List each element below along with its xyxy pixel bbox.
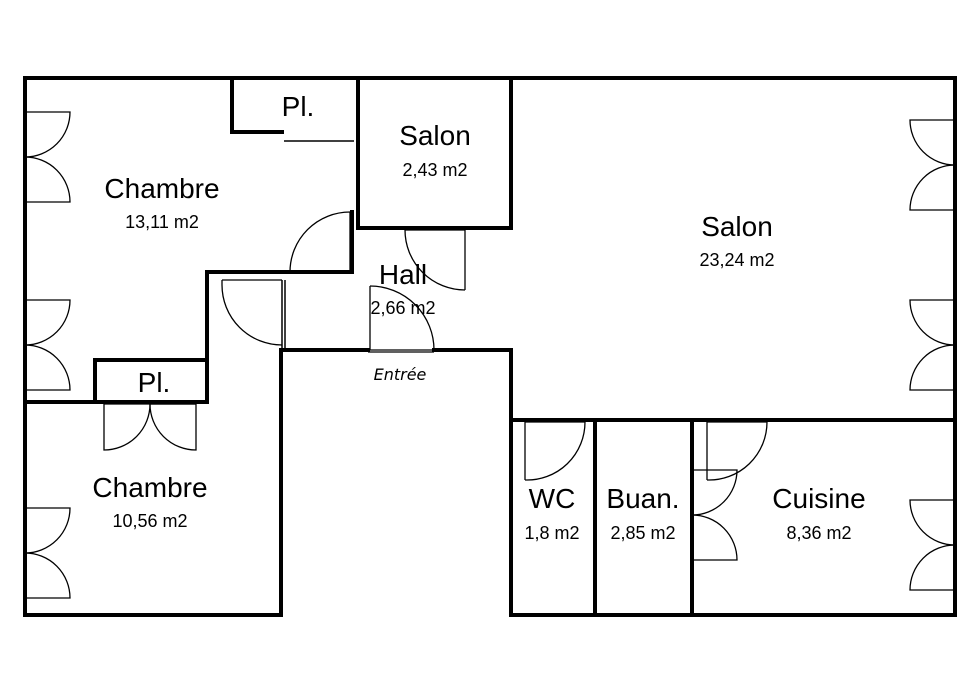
windows	[24, 111, 956, 599]
room-wc-name: WC	[529, 483, 576, 514]
doors	[103, 211, 768, 481]
walls	[23, 76, 957, 617]
room-buanderie-area: 2,85 m2	[610, 523, 675, 543]
labels: Chambre 13,11 m2 Pl. Salon 2,43 m2 Salon…	[92, 91, 865, 543]
room-chambre-1-area: 13,11 m2	[125, 212, 199, 232]
room-buanderie-name: Buan.	[606, 483, 679, 514]
room-chambre-2-name: Chambre	[92, 472, 207, 503]
room-salon-main-area: 23,24 m2	[699, 250, 774, 270]
room-chambre-1-name: Chambre	[104, 173, 219, 204]
room-hall-area: 2,66 m2	[370, 298, 435, 318]
entrance-label: Entrée	[374, 365, 427, 384]
room-wc-area: 1,8 m2	[524, 523, 579, 543]
room-salon-main-name: Salon	[701, 211, 773, 242]
room-placard-2-name: Pl.	[138, 367, 171, 398]
room-salon-small-name: Salon	[399, 120, 471, 151]
room-placard-1-name: Pl.	[282, 91, 315, 122]
room-chambre-2-area: 10,56 m2	[112, 511, 187, 531]
room-cuisine-name: Cuisine	[772, 483, 865, 514]
room-salon-small-area: 2,43 m2	[402, 160, 467, 180]
room-hall-name: Hall	[379, 259, 427, 290]
room-cuisine-area: 8,36 m2	[786, 523, 851, 543]
